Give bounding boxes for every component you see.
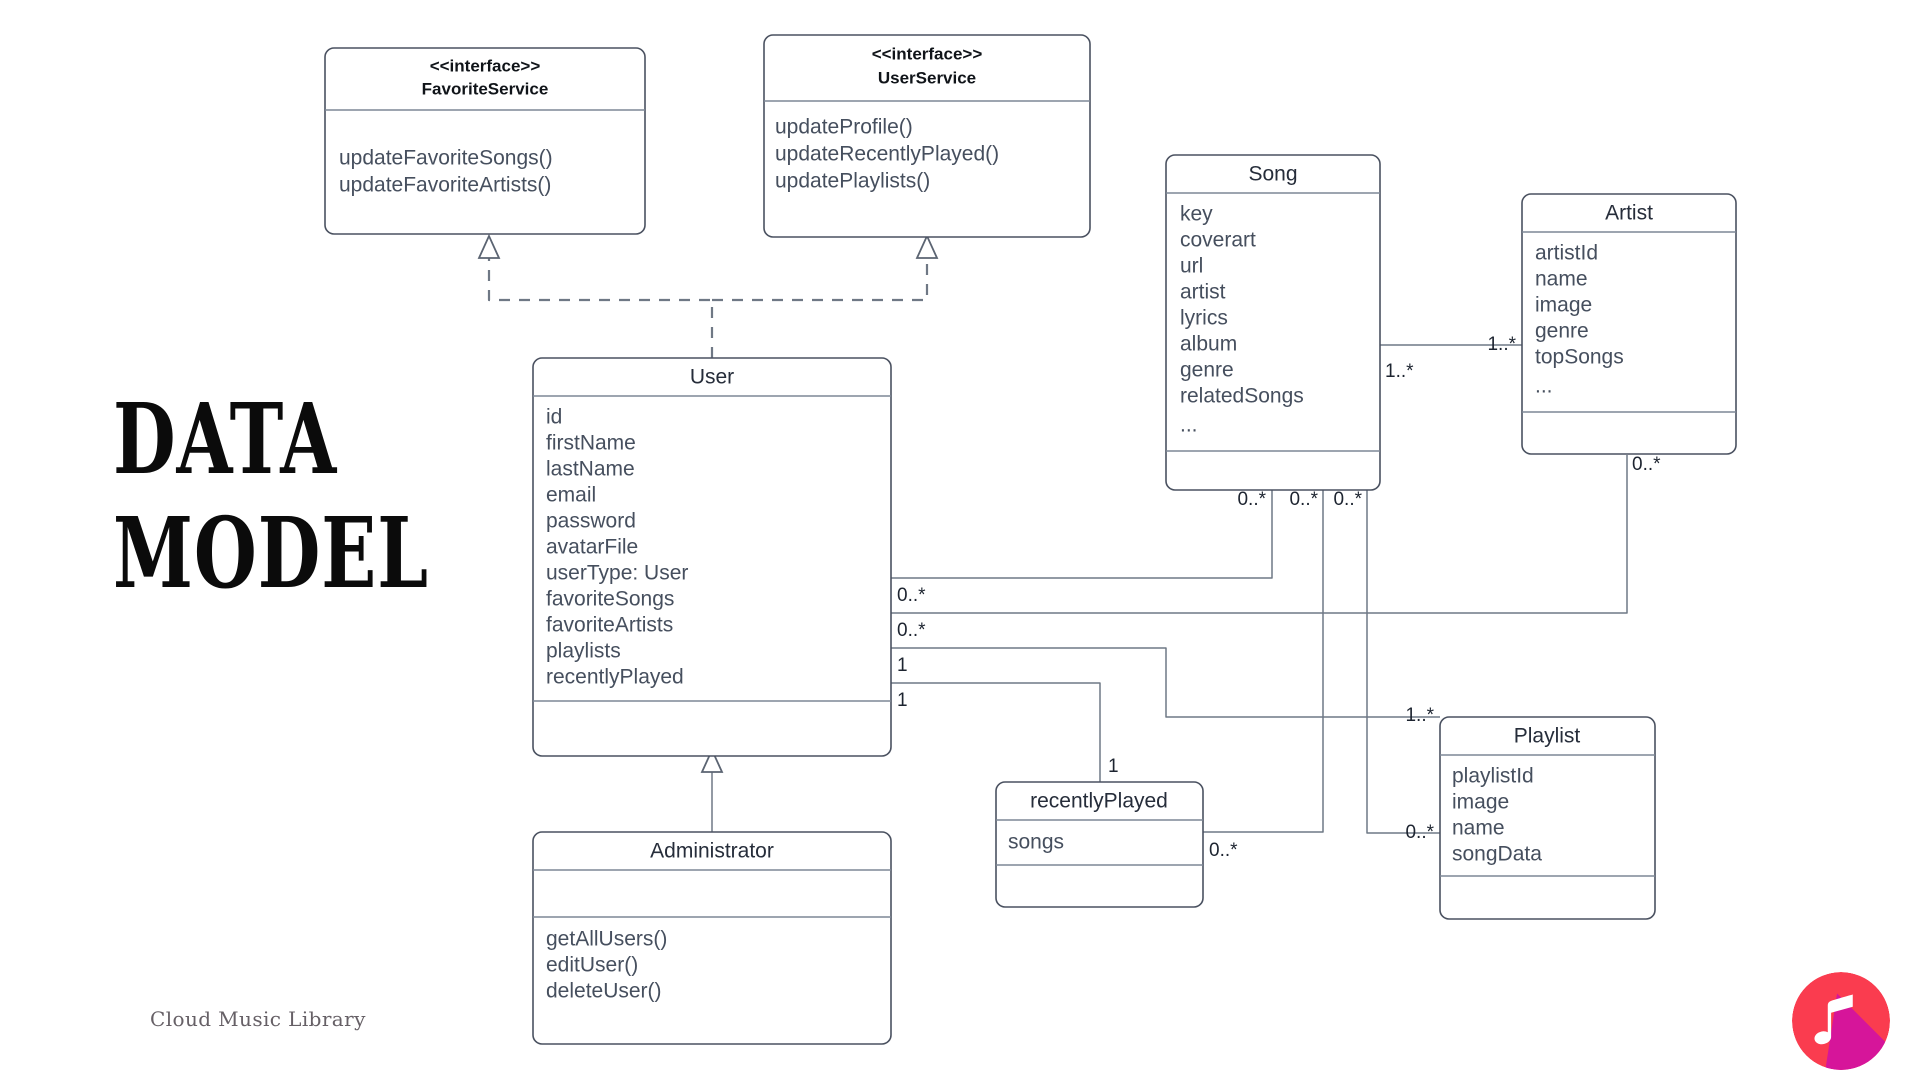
class-stereotype-userservice: <<interface>> xyxy=(872,44,983,63)
class-name-userservice: UserService xyxy=(878,68,976,87)
class-attr-user-9: playlists xyxy=(546,640,621,663)
class-attr-user-3: email xyxy=(546,484,596,507)
class-name-favoriteservice: FavoriteService xyxy=(422,79,549,98)
class-attr-user-8: favoriteArtists xyxy=(546,614,673,637)
class-attr-song-7: relatedSongs xyxy=(1180,385,1304,408)
class-name-playlist: Playlist xyxy=(1514,725,1581,748)
class-attr-artist-2: image xyxy=(1535,294,1592,317)
multiplicity-song-bottom-left: 0..* xyxy=(1237,489,1266,510)
class-name-song: Song xyxy=(1248,163,1297,186)
realization-user-to-interfaces xyxy=(487,258,714,358)
class-attr-user-4: password xyxy=(546,510,636,533)
multiplicity-artist-bottom: 0..* xyxy=(1632,454,1661,475)
class-method-userservice-0: updateProfile() xyxy=(775,116,913,139)
multiplicity-user-artist: 0..* xyxy=(897,620,926,641)
class-box-recentlyplayed[interactable]: recentlyPlayed songs xyxy=(995,781,1204,908)
generalization-arrowhead-user xyxy=(700,747,724,773)
assoc-user-recentlyplayed xyxy=(891,682,1101,782)
class-attr-playlist-3: songData xyxy=(1452,843,1542,866)
class-method-administrator-2: deleteUser() xyxy=(546,980,662,1003)
class-attr-artist-4: topSongs xyxy=(1535,346,1624,369)
realization-arrowhead-favoriteservice xyxy=(477,233,501,259)
class-attr-artist-0: artistId xyxy=(1535,242,1598,265)
class-method-favoriteservice-1: updateFavoriteArtists() xyxy=(339,174,551,197)
class-attr-song-2: url xyxy=(1180,255,1203,278)
class-attr-song-1: coverart xyxy=(1180,229,1256,252)
class-name-recentlyplayed: recentlyPlayed xyxy=(1030,790,1168,813)
class-box-administrator[interactable]: Administrator getAllUsers() editUser() d… xyxy=(532,831,892,1045)
assoc-user-song xyxy=(891,490,1273,579)
class-attr-song-5: album xyxy=(1180,333,1237,356)
class-attr-user-7: favoriteSongs xyxy=(546,588,674,611)
class-method-favoriteservice-0: updateFavoriteSongs() xyxy=(339,147,553,170)
class-attr-song-8: ... xyxy=(1180,414,1198,437)
multiplicity-song-bottom-right: 0..* xyxy=(1333,489,1362,510)
class-attr-user-6: userType: User xyxy=(546,562,688,585)
multiplicity-playlist-left-top: 1..* xyxy=(1405,705,1434,726)
class-stereotype-favoriteservice: <<interface>> xyxy=(430,56,541,75)
music-note-icon xyxy=(1792,972,1890,1070)
class-box-song[interactable]: Song key coverart url artist lyrics albu… xyxy=(1165,154,1381,491)
music-note-logo xyxy=(1792,972,1890,1070)
multiplicity-recentlyplayed-right: 0..* xyxy=(1209,840,1238,861)
class-attr-playlist-0: playlistId xyxy=(1452,765,1534,788)
class-box-artist[interactable]: Artist artistId name image genre topSong… xyxy=(1521,193,1737,455)
class-name-artist: Artist xyxy=(1605,202,1653,225)
multiplicity-user-song: 0..* xyxy=(897,585,926,606)
class-box-playlist[interactable]: Playlist playlistId image name songData xyxy=(1439,716,1656,920)
multiplicity-recentlyplayed-top: 1 xyxy=(1108,756,1119,777)
connectors xyxy=(477,233,1628,834)
multiplicity-artist-song: 1..* xyxy=(1487,334,1516,355)
multiplicity-song-bottom-mid: 0..* xyxy=(1289,489,1318,510)
class-attr-playlist-2: name xyxy=(1452,817,1505,840)
class-attr-playlist-1: image xyxy=(1452,791,1509,814)
multiplicity-user-recentlyplayed: 1 xyxy=(897,690,908,711)
class-method-administrator-1: editUser() xyxy=(546,954,638,977)
class-attr-artist-1: name xyxy=(1535,268,1588,291)
class-attr-song-0: key xyxy=(1180,203,1213,226)
class-attr-recentlyplayed-0: songs xyxy=(1008,831,1064,854)
class-attr-song-3: artist xyxy=(1180,281,1226,304)
class-box-favoriteservice[interactable]: <<interface>> FavoriteService updateFavo… xyxy=(324,47,646,235)
realization-user-to-userservice xyxy=(712,258,929,302)
class-box-userservice[interactable]: <<interface>> UserService updateProfile(… xyxy=(763,34,1091,238)
class-attr-user-0: id xyxy=(546,406,562,429)
multiplicity-playlist-left-bottom: 0..* xyxy=(1405,822,1434,843)
multiplicity-user-playlist: 1 xyxy=(897,655,908,676)
class-attr-user-5: avatarFile xyxy=(546,536,638,559)
assoc-recentlyplayed-song xyxy=(1203,490,1324,833)
class-name-user: User xyxy=(690,366,734,389)
class-box-user[interactable]: User id firstName lastName email passwor… xyxy=(532,357,892,757)
class-attr-user-1: firstName xyxy=(546,432,636,455)
brand-footer-label: Cloud Music Library xyxy=(150,1007,366,1031)
realization-arrowhead-userservice xyxy=(915,233,939,259)
class-method-administrator-0: getAllUsers() xyxy=(546,928,667,951)
class-name-administrator: Administrator xyxy=(650,840,774,863)
class-attr-song-6: genre xyxy=(1180,359,1234,382)
class-method-userservice-2: updatePlaylists() xyxy=(775,170,930,193)
assoc-user-artist xyxy=(891,455,1628,614)
class-attr-song-4: lyrics xyxy=(1180,307,1228,330)
class-attr-artist-5: ... xyxy=(1535,375,1553,398)
multiplicity-song-artist: 1..* xyxy=(1385,361,1414,382)
assoc-playlist-song xyxy=(1366,490,1440,834)
class-method-userservice-1: updateRecentlyPlayed() xyxy=(775,143,999,166)
class-attr-user-10: recentlyPlayed xyxy=(546,666,684,689)
class-attr-user-2: lastName xyxy=(546,458,635,481)
class-attr-artist-3: genre xyxy=(1535,320,1589,343)
multiplicity-labels: 1..* 1..* 0..* 0..* 0..* 0..* 0..* 0..* … xyxy=(897,334,1661,861)
assoc-user-playlist xyxy=(891,647,1440,718)
